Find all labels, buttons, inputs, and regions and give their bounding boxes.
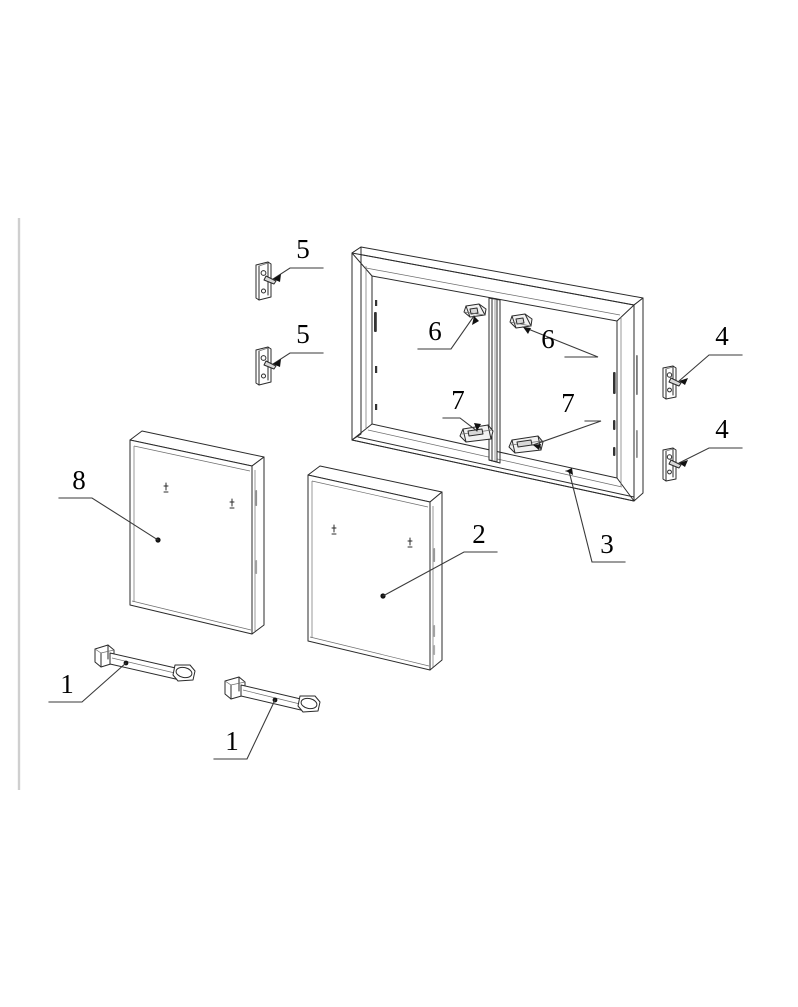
callout-3: 3 (600, 529, 614, 559)
strike-plate-left (459, 424, 494, 443)
callout-1-lower: 1 (225, 726, 239, 756)
latch-bracket-left (463, 303, 487, 318)
callout-6-left: 6 (428, 316, 442, 346)
callout-5-lower: 5 (296, 319, 310, 349)
callout-5-upper: 5 (296, 234, 310, 264)
surface-symbol-d (407, 537, 413, 548)
callout-7-right: 7 (561, 388, 575, 418)
door-frame (351, 246, 644, 502)
callout-4-upper: 4 (715, 321, 729, 351)
left-hinge-upper (255, 261, 277, 301)
handle-bar-lower (224, 676, 321, 713)
callout-6-right: 6 (541, 324, 555, 354)
surface-symbol-b (229, 498, 235, 509)
callout-labels: 5 5 4 4 6 6 7 7 3 8 2 1 1 (60, 234, 729, 756)
latch-bracket-right (509, 313, 533, 329)
right-hinge-lower (662, 447, 682, 482)
callout-1-upper: 1 (60, 669, 74, 699)
surface-symbol-a (163, 482, 169, 493)
callout-2: 2 (472, 519, 486, 549)
left-hinge-lower (255, 346, 277, 386)
handle-bar-upper (94, 644, 196, 682)
callout-7-left: 7 (451, 385, 465, 415)
leader-lines (48, 267, 743, 760)
callout-8: 8 (72, 465, 86, 495)
door-panel-left (129, 430, 265, 635)
callout-4-lower: 4 (715, 414, 729, 444)
right-hinge-upper (662, 365, 682, 400)
door-panel-right (307, 465, 443, 671)
surface-symbol-c (331, 524, 337, 535)
